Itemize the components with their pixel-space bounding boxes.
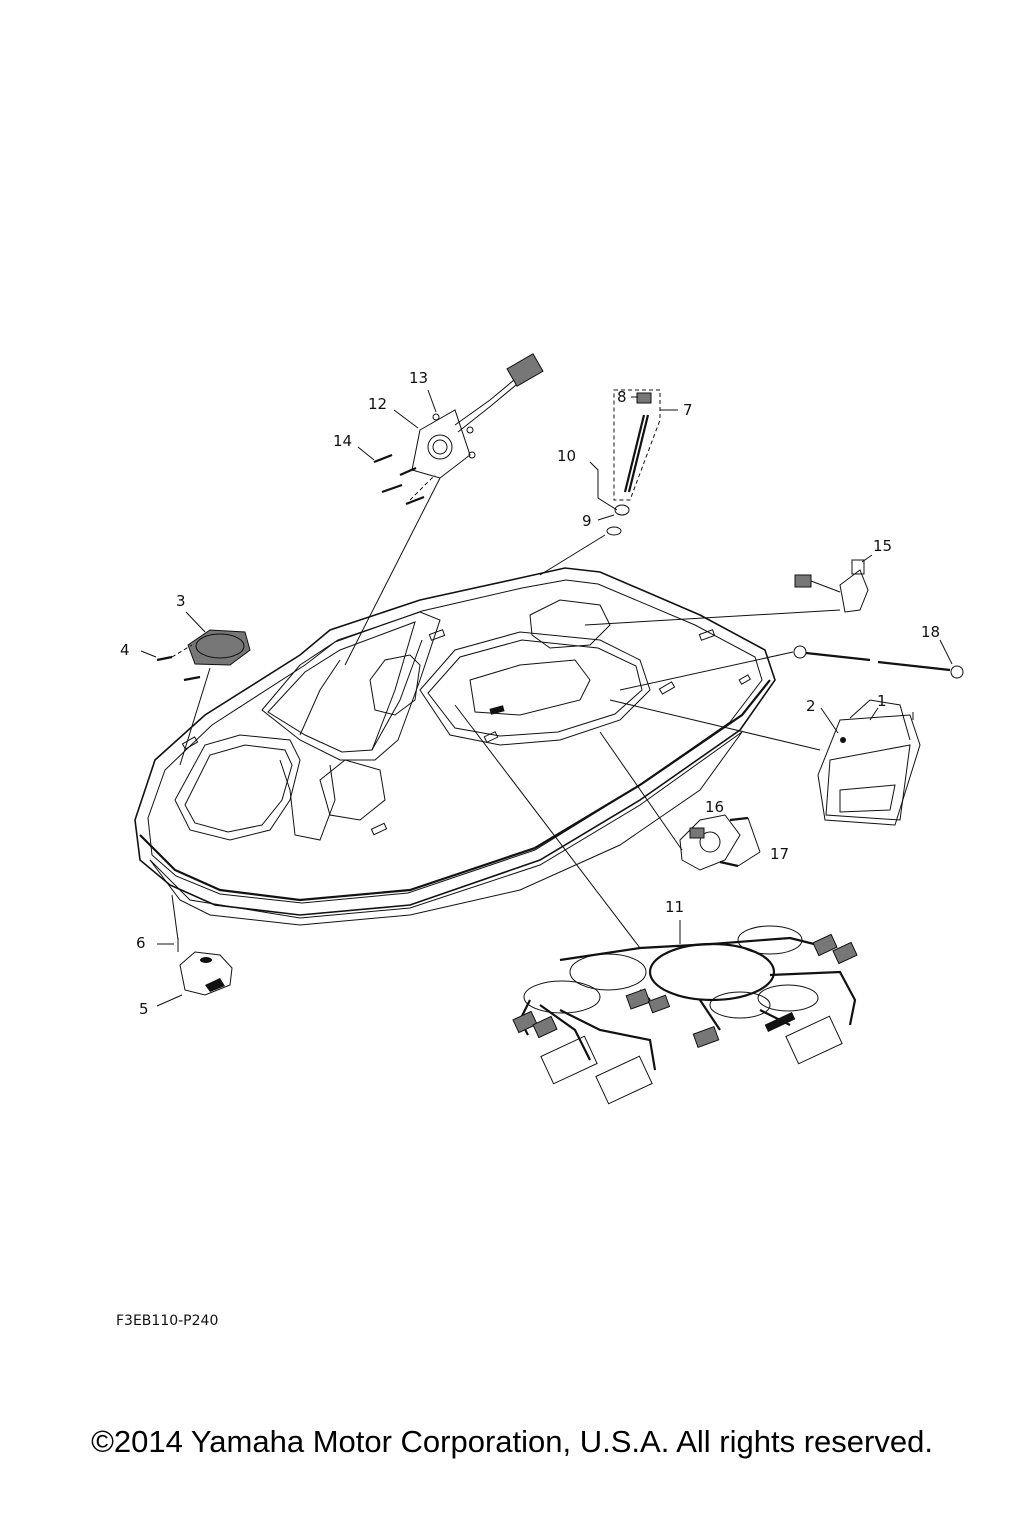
callout-14: 14 (333, 432, 352, 450)
callout-6: 6 (136, 934, 146, 952)
callout-4: 4 (120, 641, 130, 659)
ground-cable (619, 645, 964, 691)
sensor-part (584, 559, 869, 626)
callout-15: 15 (873, 537, 892, 555)
gauge-bracket-assembly (344, 353, 544, 666)
speaker-part (156, 629, 251, 766)
callout-labels: 1 2 3 4 5 6 7 8 9 10 11 12 13 14 15 16 1… (120, 369, 940, 1018)
callout-10: 10 (557, 447, 576, 465)
callout-5: 5 (139, 1000, 149, 1018)
wire-harness (454, 704, 858, 1105)
sender-assembly (539, 389, 661, 576)
callout-16: 16 (705, 798, 724, 816)
callout-17: 17 (770, 845, 789, 863)
callout-leaders (140, 389, 953, 1007)
callout-9: 9 (582, 512, 592, 530)
battery-tray (609, 699, 921, 826)
callout-2: 2 (806, 697, 816, 715)
callout-8: 8 (617, 388, 627, 406)
diagram-code: F3EB110-P240 (116, 1313, 218, 1329)
callout-13: 13 (409, 369, 428, 387)
callout-12: 12 (368, 395, 387, 413)
callout-7: 7 (683, 401, 693, 419)
callout-18: 18 (921, 623, 940, 641)
callout-3: 3 (176, 592, 186, 610)
callout-11: 11 (665, 898, 684, 916)
switch-module (599, 731, 749, 871)
callout-1: 1 (877, 692, 887, 710)
boat-hull (134, 567, 776, 926)
copyright-notice: ©2014 Yamaha Motor Corporation, U.S.A. A… (91, 1424, 933, 1459)
bow-light (171, 894, 233, 996)
